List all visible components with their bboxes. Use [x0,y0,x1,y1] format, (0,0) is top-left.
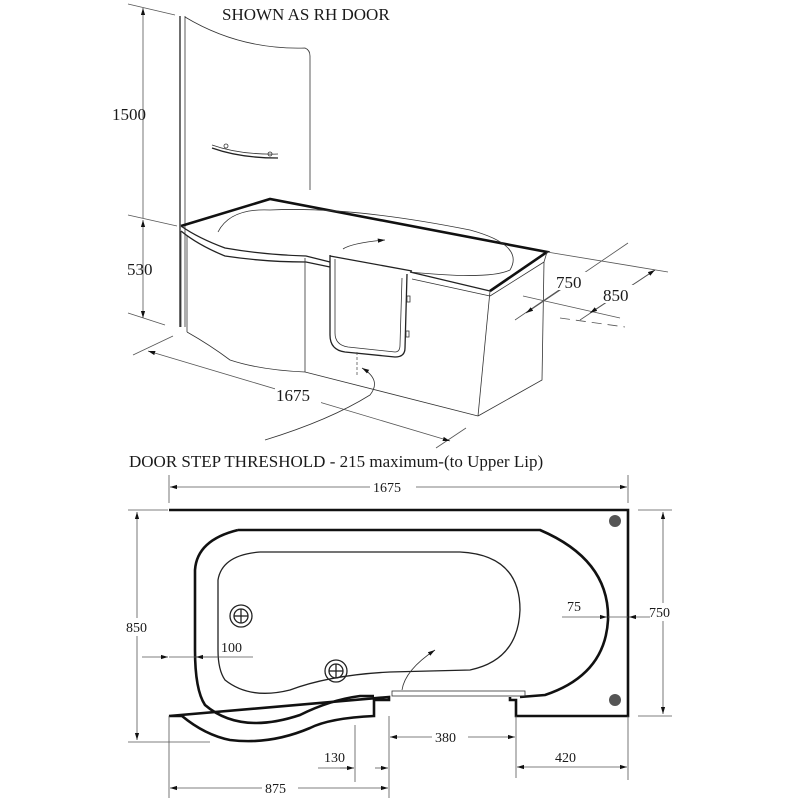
left-section-dimension: 875 [168,716,388,798]
width-wide-end-label: 850 [126,621,147,636]
door-opening-label: 380 [435,731,456,746]
door-hinge-icon [405,330,410,338]
fixing-dot-icon [609,515,621,527]
door-swing-arrow-icon [342,238,386,250]
width-narrow-end-label: 750 [649,606,670,621]
door-hinge-icon [406,295,411,303]
length-label: 1675 [276,386,310,405]
rim-right-label: 75 [567,600,581,615]
shower-screen [179,16,311,327]
overall-length-label: 1675 [373,481,401,496]
width-wide-label: 850 [603,286,629,305]
bath-height-label: 530 [127,260,153,279]
rim-right-dimension: 75 [562,600,650,620]
deck-outline [168,508,630,743]
width-narrow-end-dimension: 750 [638,509,680,717]
rim-left-label: 100 [221,641,242,656]
door-opening-dimension: 380 [388,716,517,798]
left-section-label: 875 [265,782,286,797]
left-return-dimension: 130 [318,725,388,782]
width-narrow-label: 750 [556,273,582,292]
walk-in-door [264,238,413,441]
drawing-title: SHOWN AS RH DOOR [222,5,390,24]
width-dimensions: 750 850 [514,242,669,328]
door-swing-arrow-icon [401,649,436,691]
width-wide-end-dimension: 850 [125,509,210,743]
rim-left-dimension: 100 [142,641,253,660]
right-section-label: 420 [555,751,576,766]
door-threshold-strip [391,690,526,697]
threshold-note: DOOR STEP THRESHOLD - 215 maximum-(to Up… [129,452,543,471]
left-return-label: 130 [324,751,345,766]
screen-height-label: 1500 [112,105,146,124]
length-dimension: 1675 [132,335,467,449]
right-section-dimension: 420 [517,716,629,780]
overall-length-dimension: 1675 [168,475,629,503]
bath-body [180,197,551,417]
overflow-outlet-icon [229,604,253,628]
bath-height-dimension: 530 [127,214,178,326]
towel-rail-icon [211,143,279,159]
rim-outline [193,528,610,725]
fixing-dot-icon [609,694,621,706]
waste-outlet-icon [324,659,348,683]
screen-height-dimension: 1500 [112,3,176,218]
basin-outline [217,551,521,694]
isometric-view: 1500 530 [112,3,669,449]
plan-view: 1675 [125,475,680,798]
